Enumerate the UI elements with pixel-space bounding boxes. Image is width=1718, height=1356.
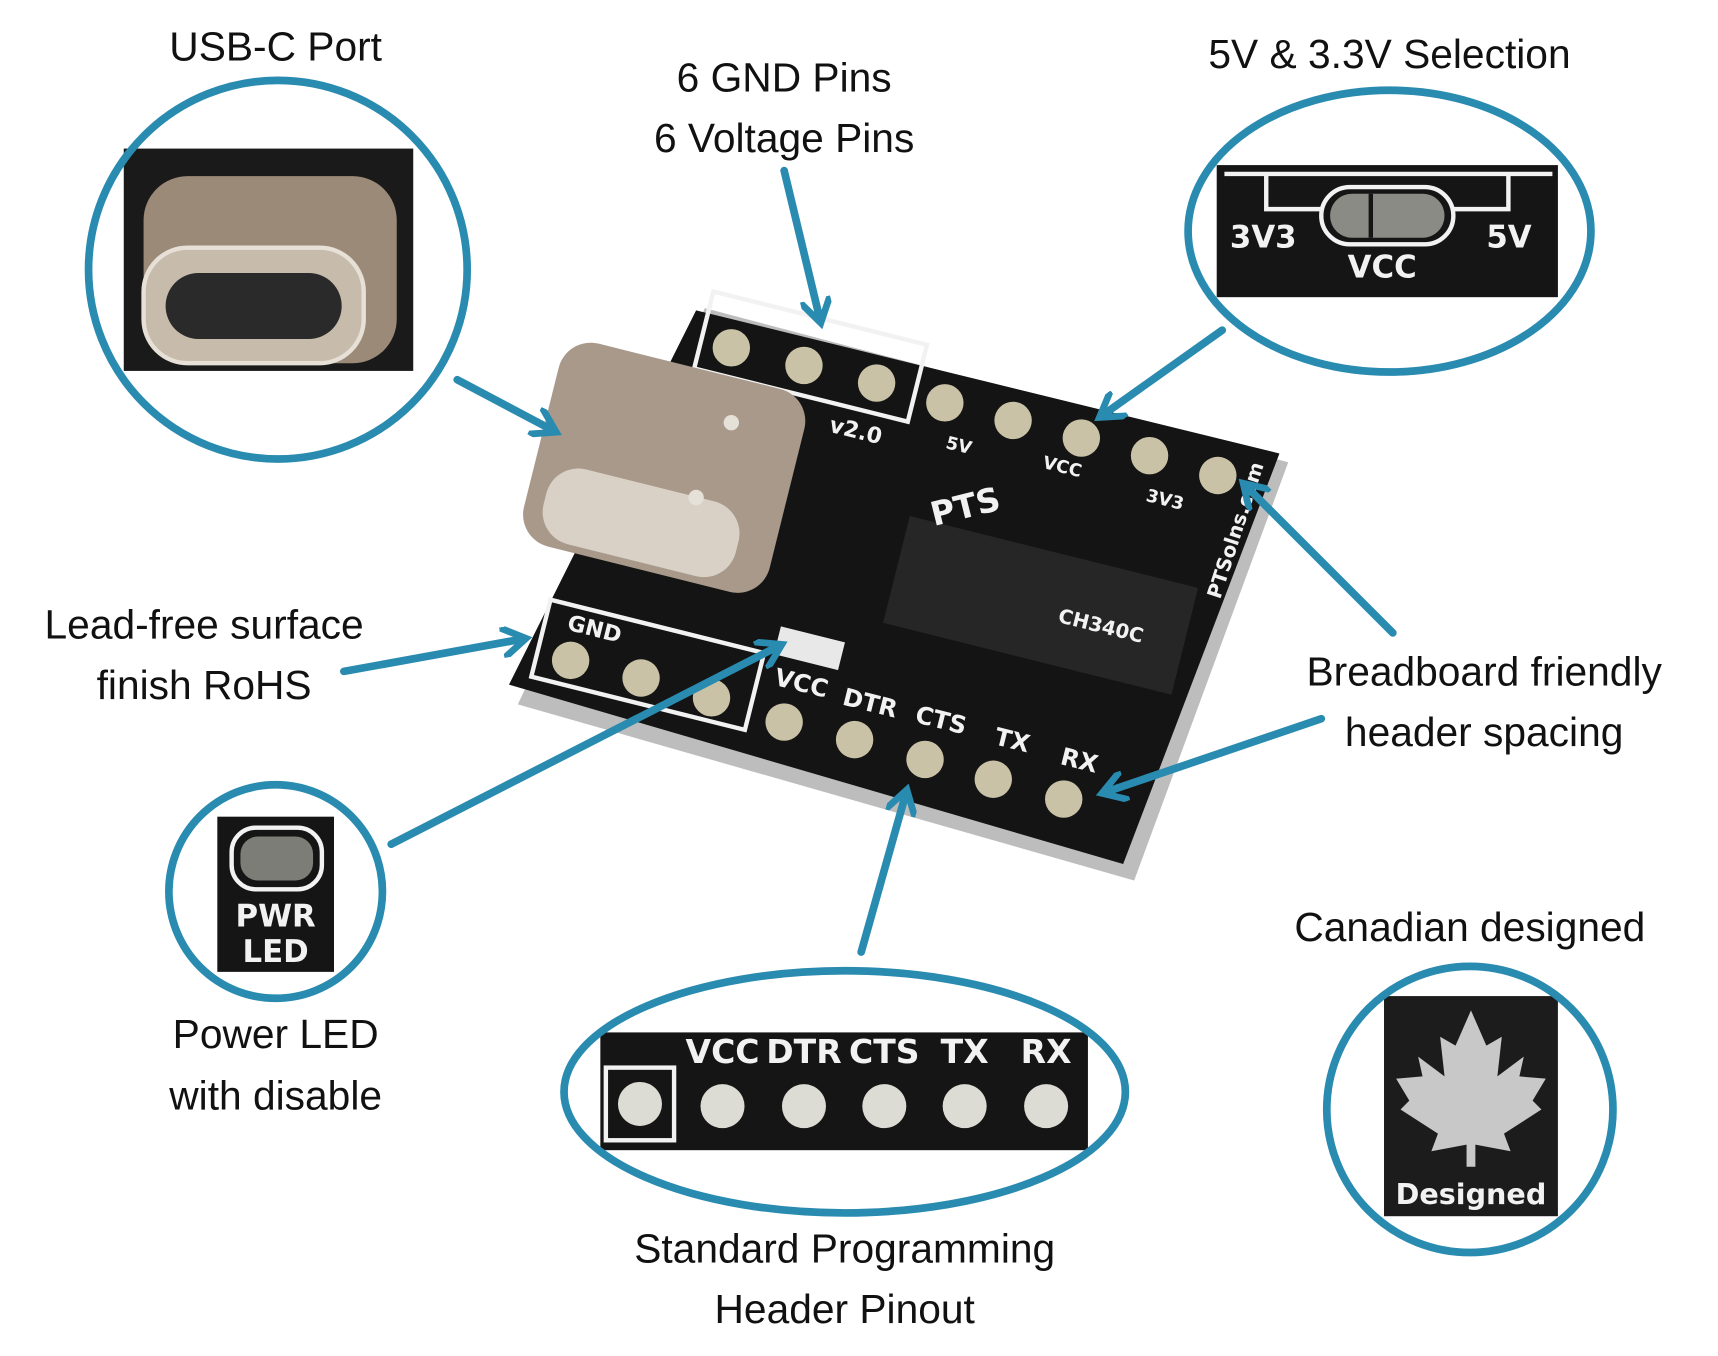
arrow-usb [453,375,551,430]
label-gnd-pins: 6 GND Pins [677,54,892,100]
jumper-3v3-label: 3V3 [1230,220,1297,256]
arrow-pins [780,166,819,317]
pcb-board: CH340C v2.0 5V VCC 3V3 PTS PTSolns.com G… [508,288,1289,881]
label-pinout-1: Standard Programming [634,1225,1055,1271]
label-power-led-1: Power LED [173,1011,379,1057]
label-breadboard-1: Breadboard friendly [1306,649,1662,695]
label-usb-c-port: USB-C Port [169,24,382,70]
gnd-pads-top [691,288,1237,495]
power-led-ring [165,780,387,1003]
label-breadboard-2: header spacing [1345,709,1623,755]
designed-label: Designed [1396,1177,1547,1211]
usb-ring [84,76,472,463]
label-leadfree-1: Lead-free surface [45,601,364,647]
jumper-5v-label: 5V [1486,220,1531,256]
arrow-breadboard-top [1248,488,1397,637]
arrow-breadboard-bottom [1108,714,1326,792]
maple-leaf-icon [1396,1010,1546,1167]
power-led-inset: PWR LED [165,780,387,1003]
usb-inset [84,76,472,463]
power-led [773,626,845,671]
voltage-ring [1184,86,1595,376]
label-voltage-selection: 5V & 3.3V Selection [1208,31,1570,77]
pinout-dtr: DTR [766,1032,841,1071]
jumper-vcc-label: VCC [1348,249,1417,285]
arrow-pinout [857,796,905,956]
pinout-ring [560,966,1130,1217]
voltage-selection-inset: 3V3 VCC 5V [1184,86,1595,376]
arrows [340,166,1397,956]
label-pinout-2: Header Pinout [715,1286,976,1332]
pinout-inset: VCC DTR CTS TX RX [560,966,1130,1217]
pwr-label: PWR [236,899,317,935]
canadian-ring [1322,962,1617,1257]
arrow-voltage [1104,326,1227,414]
arrow-powerled [387,647,776,849]
label-voltage-pins: 6 Voltage Pins [654,115,914,161]
label-power-led-2: with disable [168,1072,382,1118]
pinout-rx: RX [1021,1032,1072,1071]
ch340-chip: CH340C [883,516,1199,695]
usb-c-connector [523,342,806,593]
pinout-tx: TX [941,1032,989,1071]
bottom-pads [528,597,1083,818]
canadian-inset: Designed [1322,962,1617,1257]
arrow-leadfree [340,639,520,676]
pinout-cts: CTS [849,1032,920,1071]
label-leadfree-2: finish RoHS [97,662,312,708]
label-canadian: Canadian designed [1294,904,1645,950]
pinout-vcc: VCC [686,1032,760,1071]
led-label: LED [243,934,309,970]
